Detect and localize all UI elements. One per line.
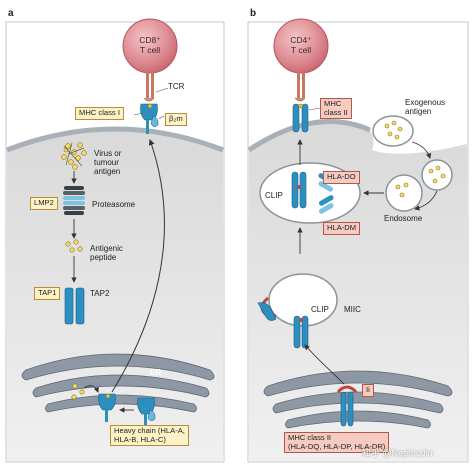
tap-transporter <box>64 287 85 325</box>
panel-b-label: b <box>250 8 257 19</box>
exogenous-line2: antigen <box>405 107 432 117</box>
virus-antigen-cluster <box>61 142 87 170</box>
cd8-line2: T cell <box>139 44 161 55</box>
tap1-label: TAP1 <box>34 287 61 300</box>
arrow-er-to-miic <box>304 344 345 385</box>
mhc-ii-ii-complex <box>336 385 358 427</box>
proteasome-icon <box>63 186 85 215</box>
lmp2-label: LMP2 <box>30 197 58 210</box>
cd8-line1: CD8⁺ <box>139 35 161 45</box>
hla-do-label: HLA-DO <box>323 171 360 184</box>
watermark: 知乎 @NephroJin <box>362 448 433 458</box>
mhc-class-i-label: MHC class I <box>75 107 124 120</box>
panel-a <box>5 18 225 463</box>
panel-b <box>247 18 469 463</box>
exogenous-antigen-label: Exogenous antigen <box>405 98 445 116</box>
cell-membrane-a <box>6 126 224 153</box>
mhc-class-i-loading <box>98 393 116 422</box>
endoplasmic-reticulum-b <box>263 370 453 429</box>
er-peptides <box>71 383 85 400</box>
hla-dm-label: HLA-DM <box>323 222 361 235</box>
tcr-receptor-b <box>294 72 306 102</box>
virus-line1: Virus or <box>94 149 122 158</box>
cd4-t-cell-label: CD4⁺ T cell <box>279 35 323 56</box>
mhc-ii-line2: class II <box>324 107 348 117</box>
endosome-label: Endosome <box>384 214 423 223</box>
b2m-label: β₂m <box>165 113 187 126</box>
mhc-class-ii-label: MHC class II <box>320 98 352 120</box>
tap2-label: TAP2 <box>90 289 110 298</box>
arrow-to-endosome <box>414 190 438 211</box>
cd4-line2: T cell <box>290 44 312 55</box>
mhc-class-ii-surface <box>292 103 309 133</box>
mhc-ii-bottom-line2: (HLA-DQ, HLA-DP, HLA-DR) <box>288 441 386 451</box>
arrow-export-to-surface-a <box>111 139 165 393</box>
mhc-class-i-empty <box>137 397 156 426</box>
arrow-peptide-loading <box>83 385 99 393</box>
er-label: ER <box>150 368 162 377</box>
peptide-line2: peptide <box>90 253 117 263</box>
mhc-class-i-surface <box>140 103 159 134</box>
endosome <box>385 174 423 212</box>
cd8-t-cell-label: CD8⁺ T cell <box>128 35 172 56</box>
cell-membrane-b <box>247 119 371 153</box>
mhc-ii-bottom-line1: MHC class II <box>288 433 332 442</box>
clip-lower-label: CLIP <box>311 305 329 314</box>
ii-label: Ii <box>362 384 374 397</box>
peptide-line1: Antigenic <box>90 244 123 253</box>
tcr-label: TCR <box>168 82 185 91</box>
heavy-chain-line2: HLA-B, HLA-C) <box>114 434 166 444</box>
mhc-ii-leader <box>308 107 321 111</box>
cd8-t-cell <box>122 18 178 74</box>
heavy-chain-label: Heavy chain (HLA-A, HLA-B, HLA-C) <box>110 425 189 447</box>
exogenous-line1: Exogenous <box>405 98 446 107</box>
miic-compartment <box>257 273 338 349</box>
panel-a-label: a <box>8 8 14 19</box>
arrow-to-early-endosome <box>411 141 432 159</box>
virus-label: Virus or tumour antigen <box>94 149 121 177</box>
heavy-chain-line1: Heavy chain (HLA-A, <box>114 426 185 435</box>
tcr-leader <box>155 87 169 93</box>
virus-line3: antigen <box>94 167 121 177</box>
virus-line2: tumour <box>94 158 119 168</box>
mhc-ii-line1: MHC <box>324 99 342 108</box>
miic-label: MIIC <box>344 305 361 314</box>
clip-upper-label: CLIP <box>265 191 283 200</box>
endoplasmic-reticulum <box>21 353 215 413</box>
antigen-presenting-cell-a <box>7 129 223 461</box>
cd4-line1: CD4⁺ <box>290 35 312 45</box>
cd4-t-cell <box>273 18 329 74</box>
peptide-label: Antigenic peptide <box>90 244 123 262</box>
proteasome-label: Proteasome <box>92 200 136 209</box>
mhc-ii-bottom-label: MHC class II (HLA-DQ, HLA-DP, HLA-DR) <box>284 432 390 454</box>
antigenic-peptide-cluster <box>65 239 83 253</box>
early-endosome <box>421 159 453 191</box>
tcr-receptor <box>143 72 155 102</box>
b2m-leader <box>158 115 165 120</box>
mhc-i-leader <box>133 112 144 116</box>
exogenous-antigen <box>372 115 414 147</box>
